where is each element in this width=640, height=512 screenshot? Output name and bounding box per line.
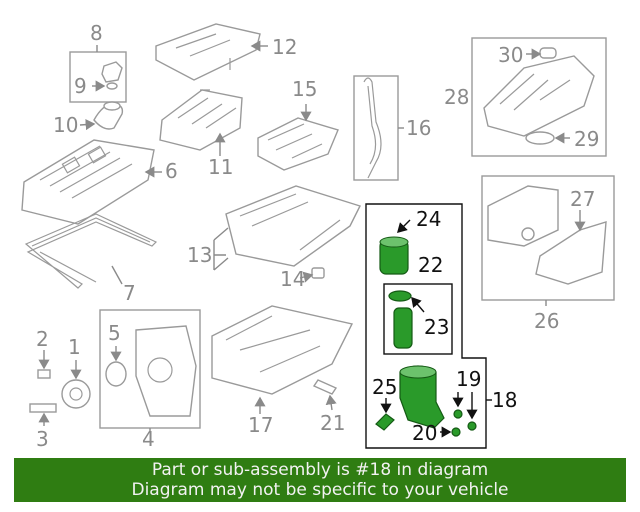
part-valve-cover: 6 (21, 139, 178, 225)
part-oil-baffle: 15 (257, 77, 339, 171)
part-bolt-14: 14 (280, 267, 325, 291)
part-group-oil-cooler: 27 26 (481, 175, 615, 333)
callout-9[interactable]: 9 (74, 74, 87, 98)
callout-22[interactable]: 22 (418, 253, 443, 277)
callout-7[interactable]: 7 (123, 281, 136, 305)
part-filler-neck: 10 (53, 101, 124, 137)
callout-17[interactable]: 17 (248, 413, 273, 437)
callout-24[interactable]: 24 (416, 207, 441, 231)
callout-2[interactable]: 2 (36, 327, 49, 351)
callout-16[interactable]: 16 (406, 116, 431, 140)
part-valve-cover-gasket: 7 (24, 213, 158, 305)
part-group-timing-cover: 5 4 (99, 309, 201, 451)
part-crank-pulley: 1 2 3 (29, 327, 91, 451)
part-engine-cover: 12 (155, 23, 297, 81)
callout-8[interactable]: 8 (90, 21, 103, 45)
callout-3[interactable]: 3 (36, 427, 49, 451)
part-upper-oil-pan: 13 (187, 185, 361, 271)
callout-11[interactable]: 11 (208, 155, 233, 179)
callout-19[interactable]: 19 (456, 367, 481, 391)
callout-23[interactable]: 23 (424, 315, 449, 339)
part-dipstick: 16 (353, 75, 431, 181)
callout-28[interactable]: 28 (444, 85, 469, 109)
callout-13[interactable]: 13 (187, 243, 212, 267)
callout-1[interactable]: 1 (68, 335, 81, 359)
callout-5[interactable]: 5 (108, 321, 121, 345)
callout-21[interactable]: 21 (320, 411, 345, 435)
part-group-oil-filter-housing: 24 22 23 25 19 20 18 (365, 203, 517, 449)
callout-29[interactable]: 29 (574, 127, 599, 151)
callout-10[interactable]: 10 (53, 113, 78, 137)
part-lower-oil-pan: 17 (211, 305, 354, 437)
callout-4[interactable]: 4 (142, 427, 155, 451)
callout-12[interactable]: 12 (272, 35, 297, 59)
banner-line-1: Part or sub-assembly is #18 in diagram (151, 460, 489, 480)
callout-6[interactable]: 6 (165, 159, 178, 183)
info-banner: Part or sub-assembly is #18 in diagram D… (14, 458, 626, 502)
callout-30[interactable]: 30 (498, 43, 523, 67)
callout-14[interactable]: 14 (280, 267, 305, 291)
part-intake-manifold: 11 (159, 89, 243, 179)
callout-26[interactable]: 26 (534, 309, 559, 333)
callout-20[interactable]: 20 (412, 421, 437, 445)
callout-18[interactable]: 18 (492, 388, 517, 412)
callout-25[interactable]: 25 (372, 375, 397, 399)
callout-27[interactable]: 27 (570, 187, 595, 211)
part-group-oil-separator: 30 28 29 (444, 37, 607, 157)
banner-line-2: Diagram may not be specific to your vehi… (131, 480, 509, 500)
part-group-oil-filler-cap: 8 9 (69, 21, 127, 103)
callout-15[interactable]: 15 (292, 77, 317, 101)
part-drain-plug: 21 (312, 379, 345, 435)
